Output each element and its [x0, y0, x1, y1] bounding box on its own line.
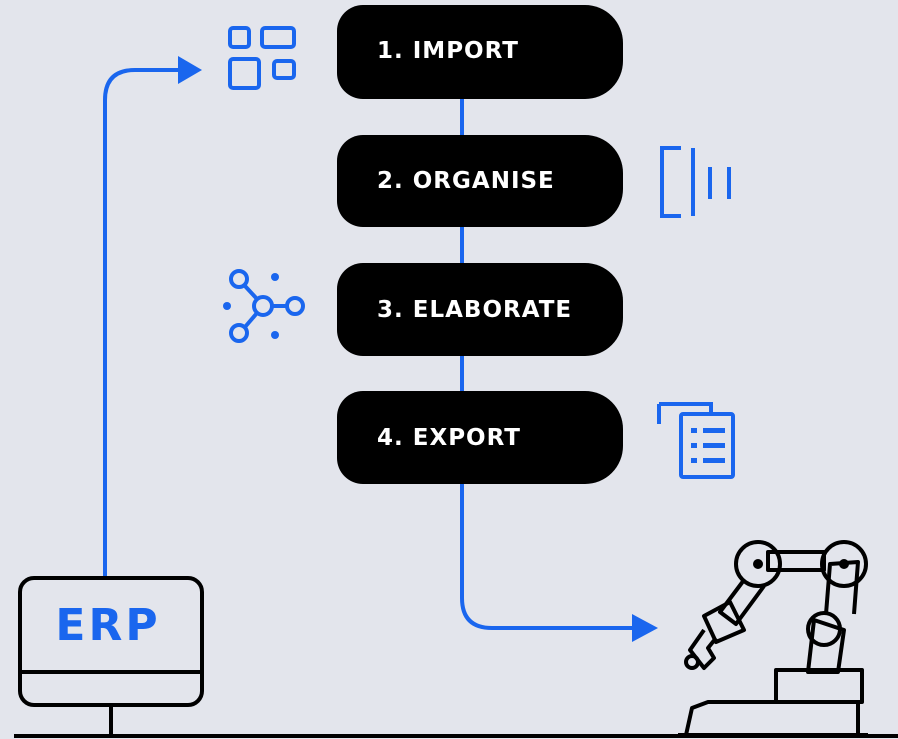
- export-to-robot-arrow: [460, 480, 634, 630]
- erp-to-import-arrow: [103, 68, 180, 578]
- columns-icon: [660, 146, 731, 218]
- robotic-arm-icon: [678, 540, 868, 737]
- network-nodes-icon: [223, 269, 305, 343]
- step-label: 1. IMPORT: [377, 37, 519, 64]
- document-list-icon: [657, 402, 735, 479]
- step-label: 2. ORGANISE: [377, 168, 555, 194]
- step-label: 4. EXPORT: [377, 424, 521, 451]
- dashboard-grid-icon: [228, 26, 296, 90]
- erp-label: ERP: [55, 600, 161, 651]
- step-elaborate: 3. ELABORATE: [337, 263, 623, 356]
- step-import: 1. IMPORT: [337, 5, 623, 99]
- arrowhead-import: [178, 56, 202, 84]
- computer-monitor-icon: [18, 576, 204, 736]
- step-organise: 2. ORGANISE: [337, 135, 623, 227]
- arrowhead-robot: [632, 614, 658, 642]
- step-label: 3. ELABORATE: [377, 296, 573, 323]
- step-export: 4. EXPORT: [337, 391, 623, 484]
